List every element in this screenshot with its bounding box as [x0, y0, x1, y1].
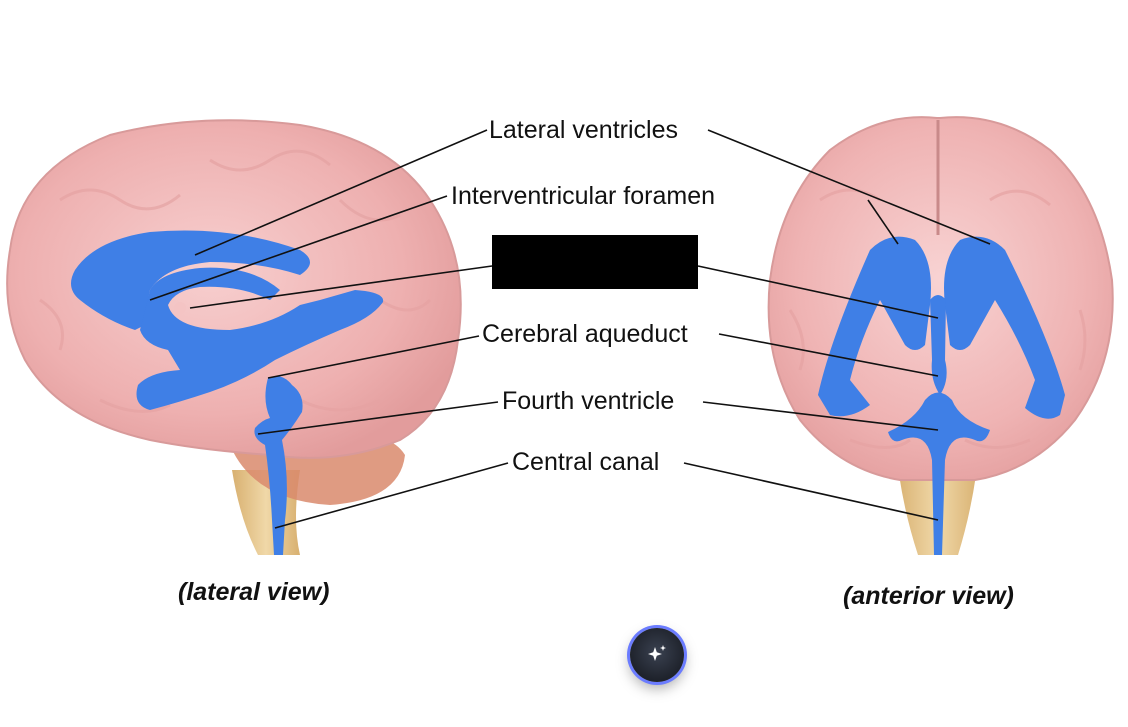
caption-anterior-view: (anterior view): [843, 582, 1014, 610]
ventricles-anterior: [818, 236, 1065, 555]
label-lateral-ventricles: Lateral ventricles: [489, 116, 678, 144]
label-cerebral-aqueduct: Cerebral aqueduct: [482, 320, 688, 348]
leader-cerebral-aqueduct-right: [718, 333, 939, 377]
leader-lateral-ventricles-left: [194, 129, 488, 256]
leader-lines: [149, 129, 991, 529]
redacted-label: [492, 235, 698, 289]
label-central-canal: Central canal: [512, 448, 660, 476]
gyri-lateral: [39, 149, 432, 413]
leader-interventricular-foramen: [149, 195, 448, 301]
leader-lateral-ventricles-right2: [867, 199, 899, 245]
leader-cerebral-aqueduct-left: [267, 335, 480, 379]
anterior-view-brain: [767, 116, 1114, 555]
leader-fourth-ventricle-right: [702, 401, 939, 431]
leader-central-canal-left: [274, 462, 509, 529]
leader-third-ventricle-left: [189, 265, 493, 309]
foramen-hole: [174, 302, 186, 314]
assistant-button[interactable]: [630, 628, 684, 682]
leader-lateral-ventricles-right: [707, 129, 991, 245]
label-fourth-ventricle: Fourth ventricle: [502, 387, 675, 415]
lateral-view-brain: [6, 119, 462, 555]
leader-third-ventricle-right: [697, 265, 939, 319]
ventricles-lateral: [71, 230, 384, 555]
leader-central-canal-right: [683, 462, 939, 521]
leader-fourth-ventricle-left: [257, 401, 499, 435]
gyri-anterior: [788, 188, 1087, 449]
sparkle-icon: [648, 645, 666, 661]
caption-lateral-view: (lateral view): [178, 578, 330, 606]
label-interventricular-foramen: Interventricular foramen: [451, 182, 716, 210]
cerebrum-lateral: [6, 119, 462, 459]
